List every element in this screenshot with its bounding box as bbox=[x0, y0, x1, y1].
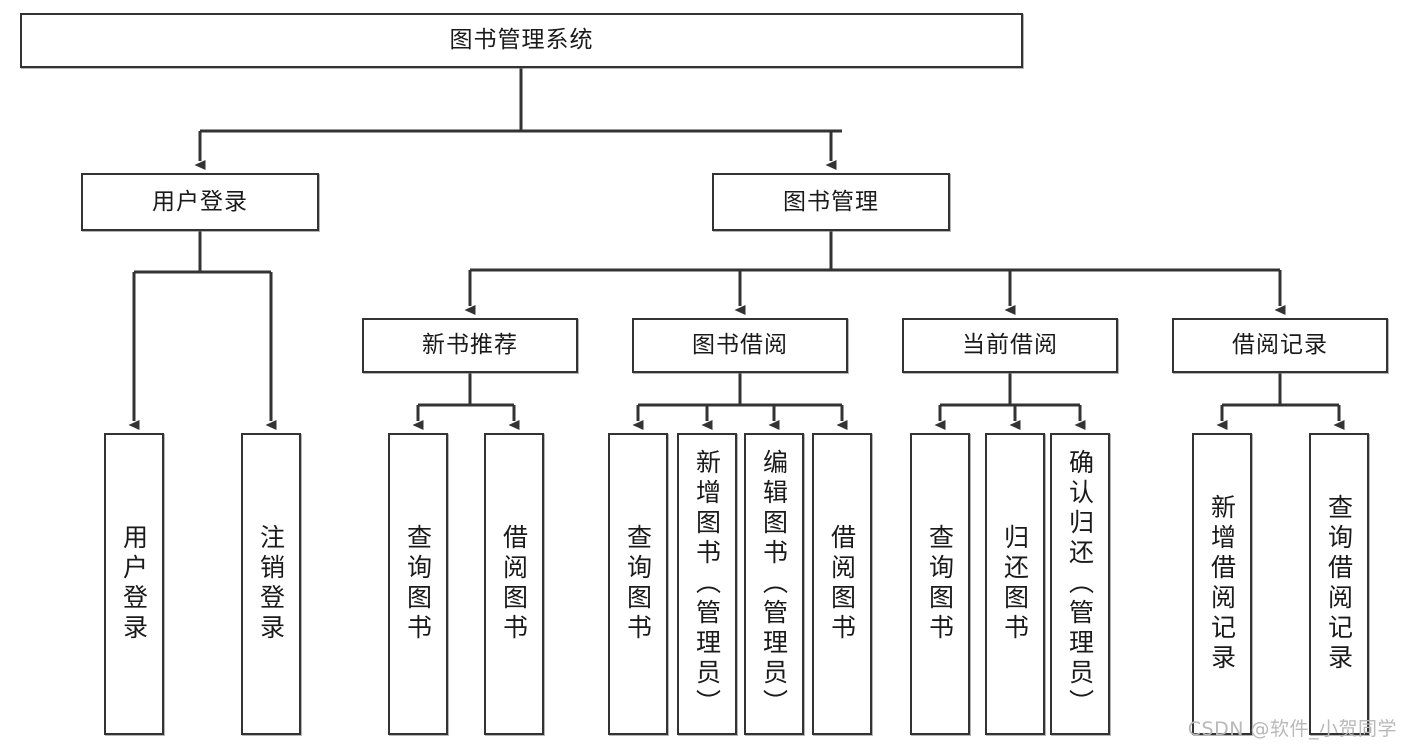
node-leaf-query-record[interactable]: 查询借阅记录 bbox=[1309, 433, 1369, 735]
node-current-borrow-label: 当前借阅 bbox=[962, 332, 1058, 359]
node-leaf-borrow-book-1-label: 借阅图书 bbox=[499, 524, 529, 644]
node-book-borrow[interactable]: 图书借阅 bbox=[632, 318, 848, 373]
node-book-borrow-label: 图书借阅 bbox=[692, 332, 788, 359]
node-leaf-logout[interactable]: 注销登录 bbox=[241, 433, 301, 735]
node-leaf-add-book[interactable]: 新增图书（管理员） bbox=[677, 433, 737, 735]
node-leaf-query-book-2-label: 查询图书 bbox=[623, 524, 653, 644]
node-leaf-query-book-1-label: 查询图书 bbox=[403, 524, 433, 644]
node-leaf-return-book-label: 归还图书 bbox=[1000, 524, 1030, 644]
node-leaf-return-book[interactable]: 归还图书 bbox=[985, 433, 1045, 735]
node-leaf-confirm-return-label: 确认归还（管理员） bbox=[1065, 449, 1095, 719]
watermark-text: CSDN @软件_小贺同学 bbox=[1187, 718, 1397, 740]
node-leaf-edit-book-label: 编辑图书（管理员） bbox=[759, 449, 789, 719]
node-leaf-add-record-label: 新增借阅记录 bbox=[1207, 494, 1237, 674]
node-root[interactable]: 图书管理系统 bbox=[20, 13, 1023, 68]
node-book-manage[interactable]: 图书管理 bbox=[712, 173, 950, 231]
node-root-label: 图书管理系统 bbox=[449, 27, 594, 54]
node-leaf-edit-book[interactable]: 编辑图书（管理员） bbox=[744, 433, 804, 735]
node-leaf-borrow-book-2-label: 借阅图书 bbox=[827, 524, 857, 644]
node-leaf-query-record-label: 查询借阅记录 bbox=[1324, 494, 1354, 674]
node-user-login[interactable]: 用户登录 bbox=[81, 173, 319, 231]
node-leaf-user-login[interactable]: 用户登录 bbox=[104, 433, 164, 735]
node-leaf-logout-label: 注销登录 bbox=[256, 524, 286, 644]
node-leaf-query-book-2[interactable]: 查询图书 bbox=[608, 433, 668, 735]
node-new-book-recommend-label: 新书推荐 bbox=[422, 332, 518, 359]
node-leaf-borrow-book-1[interactable]: 借阅图书 bbox=[484, 433, 544, 735]
node-leaf-add-record[interactable]: 新增借阅记录 bbox=[1192, 433, 1252, 735]
node-new-book-recommend[interactable]: 新书推荐 bbox=[362, 318, 578, 373]
node-book-manage-label: 图书管理 bbox=[783, 188, 879, 215]
node-user-login-label: 用户登录 bbox=[152, 188, 248, 215]
node-leaf-add-book-label: 新增图书（管理员） bbox=[692, 449, 722, 719]
node-borrow-record[interactable]: 借阅记录 bbox=[1172, 318, 1388, 373]
node-leaf-borrow-book-2[interactable]: 借阅图书 bbox=[812, 433, 872, 735]
node-leaf-query-book-3-label: 查询图书 bbox=[925, 524, 955, 644]
node-borrow-record-label: 借阅记录 bbox=[1232, 332, 1328, 359]
node-leaf-query-book-3[interactable]: 查询图书 bbox=[910, 433, 970, 735]
node-leaf-query-book-1[interactable]: 查询图书 bbox=[388, 433, 448, 735]
node-current-borrow[interactable]: 当前借阅 bbox=[902, 318, 1118, 373]
node-leaf-user-login-label: 用户登录 bbox=[119, 524, 149, 644]
node-leaf-confirm-return[interactable]: 确认归还（管理员） bbox=[1050, 433, 1110, 735]
